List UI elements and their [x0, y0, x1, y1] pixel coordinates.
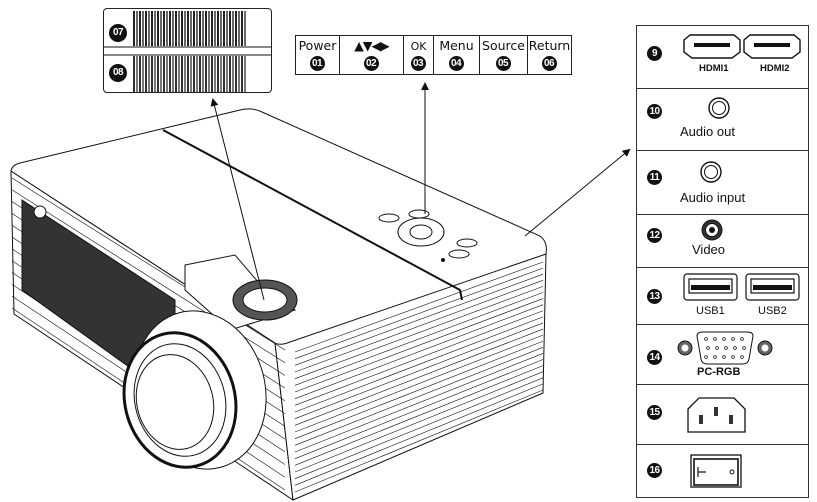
port-row-power-switch: 16	[637, 444, 808, 497]
power-switch-icon[interactable]	[690, 454, 742, 488]
audio-jack-icon	[700, 161, 722, 183]
badge-14: 14	[647, 350, 662, 365]
vent-line	[294, 298, 544, 393]
badge-11: 11	[647, 170, 662, 185]
legend-return: Return 06	[528, 36, 571, 74]
port-row-hdmi: 9 HDMI1 HDMI2	[637, 26, 808, 89]
ports-panel: 9 HDMI1 HDMI2 10 Audio out 11 Audio inpu…	[636, 25, 809, 498]
power-socket-icon	[687, 397, 746, 433]
badge-10: 10	[647, 104, 662, 119]
vent-line	[294, 261, 544, 353]
control-buttons	[378, 209, 478, 262]
video-label: Video	[692, 242, 726, 257]
audio-jack-icon	[708, 97, 730, 119]
badge-16: 16	[647, 463, 662, 478]
badge-13: 13	[647, 289, 662, 304]
pc-rgb-label: PC-RGB	[697, 366, 741, 378]
port-row-usb: 13 USB1 USB2	[637, 267, 808, 325]
projector-top	[10, 108, 547, 345]
badge-03: 03	[410, 56, 426, 71]
vent-line	[294, 389, 544, 493]
arrow-to-focus-detail	[210, 98, 265, 301]
ir-sensor	[33, 205, 47, 219]
legend-menu: Menu 04	[434, 36, 480, 74]
vent-line	[294, 365, 544, 466]
control-panel-legend: Power 01 ▲▼◀▶ 02 OK 03 Menu 04 Source 05 Retu…	[295, 35, 572, 75]
vent-line	[294, 334, 544, 433]
hdmi-port-icon	[683, 34, 801, 59]
usb2-label: USB2	[758, 305, 787, 317]
vent-line	[294, 328, 544, 426]
badge-12: 12	[647, 228, 662, 243]
vent-line	[294, 316, 544, 413]
vent-line	[294, 383, 544, 486]
vent-line	[294, 347, 544, 446]
legend-label: Return	[528, 38, 571, 53]
port-row-power-socket: 15	[637, 384, 808, 445]
legend-label: ▲▼◀▶	[354, 38, 389, 53]
port-row-audio-input: 11 Audio input	[637, 150, 808, 215]
port-row-video: 12 Video	[637, 214, 808, 268]
badge-06: 06	[541, 56, 557, 71]
hdmi2-label: HDMI2	[760, 63, 790, 74]
badge-02: 02	[363, 56, 379, 71]
usb1-label: USB1	[696, 305, 725, 317]
vent-line	[294, 310, 544, 406]
badge-9: 9	[647, 46, 662, 61]
vent-line	[294, 280, 544, 373]
legend-arrows: ▲▼◀▶ 02	[340, 36, 404, 74]
rca-video-jack-icon	[701, 219, 723, 241]
vent-line	[294, 273, 544, 366]
port-row-audio-out: 10 Audio out	[637, 88, 808, 151]
port-row-pc-rgb: 14 PC-RGB	[637, 324, 808, 385]
badge-04: 04	[448, 56, 464, 71]
focus-detail-box: 07 08	[103, 8, 272, 93]
vent-line	[294, 292, 544, 386]
vent-line	[294, 322, 544, 419]
audio-input-label: Audio input	[680, 190, 746, 205]
legend-label: Menu	[439, 38, 474, 53]
hdmi1-label: HDMI1	[699, 63, 729, 74]
vga-port-icon	[677, 331, 773, 365]
focus-ring	[232, 279, 298, 321]
vent-line	[294, 267, 544, 359]
vent-line	[294, 286, 544, 379]
arrow-to-ports	[524, 148, 631, 237]
legend-ok: OK 03	[404, 36, 434, 74]
vent-line	[294, 371, 544, 473]
legend-source: Source 05	[480, 36, 528, 74]
usb-port-icon	[683, 273, 800, 301]
lens	[122, 310, 267, 470]
legend-label: OK	[410, 40, 427, 53]
legend-power: Power 01	[296, 36, 340, 74]
focus-wheel-icon	[104, 11, 271, 92]
badge-08: 08	[109, 64, 127, 82]
badge-07: 07	[109, 24, 127, 42]
vent-line	[294, 377, 544, 479]
legend-label: Power	[298, 38, 337, 53]
badge-15: 15	[647, 405, 662, 420]
badge-05: 05	[495, 56, 511, 71]
legend-label: Source	[482, 38, 525, 53]
vent-line	[294, 304, 544, 399]
vent-line	[294, 340, 544, 439]
badge-01: 01	[309, 56, 325, 71]
vent-line	[294, 359, 544, 459]
audio-out-label: Audio out	[680, 124, 735, 139]
vent-line	[294, 353, 544, 453]
